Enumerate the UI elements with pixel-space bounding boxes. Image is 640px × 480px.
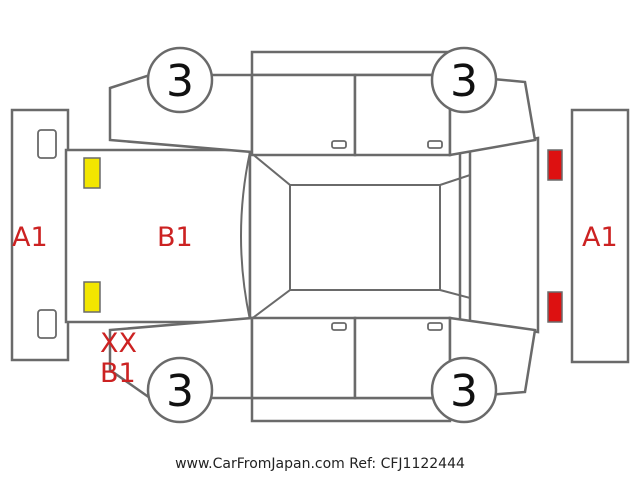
wheel-rear-right: 3 (430, 356, 498, 424)
right-side-panels (108, 316, 537, 423)
left-side-panels (108, 50, 537, 157)
right-roof-rail (250, 396, 452, 423)
wheel-front-left: 3 (146, 46, 214, 114)
headlight-bottom-marker (83, 281, 101, 313)
damage-code-front-corner: B1 (100, 358, 136, 389)
damage-code-front-bumper: A1 (12, 222, 48, 253)
left-rear-door-handle (427, 140, 443, 149)
rear-bumper (570, 108, 630, 364)
front-bumper (10, 108, 70, 362)
wheel-front-right: 3 (146, 356, 214, 424)
right-front-door-handle (331, 322, 347, 331)
tailgate (468, 136, 540, 334)
left-front-door-handle (331, 140, 347, 149)
wheel-rear-right-label: 3 (450, 366, 478, 417)
damage-code-rear-bumper: A1 (582, 222, 618, 253)
taillight-top-marker (547, 149, 563, 181)
roof-panel (290, 184, 441, 291)
damage-marks-front-corner: XX (100, 328, 137, 359)
taillight-bottom-marker (547, 291, 563, 323)
wheel-front-right-label: 3 (166, 366, 194, 417)
headlight-top-marker (83, 157, 101, 189)
wheel-rear-left: 3 (430, 46, 498, 114)
car-body-outline (64, 136, 540, 334)
front-bumper-top-clip (37, 129, 57, 159)
front-bumper-bottom-clip (37, 309, 57, 339)
damage-code-hood: B1 (157, 222, 193, 253)
right-rear-door-handle (427, 322, 443, 331)
watermark-text: www.CarFromJapan.com Ref: CFJ1122444 (175, 456, 465, 472)
wheel-rear-left-label: 3 (450, 56, 478, 107)
left-roof-rail (250, 50, 452, 77)
wheel-front-left-label: 3 (166, 56, 194, 107)
